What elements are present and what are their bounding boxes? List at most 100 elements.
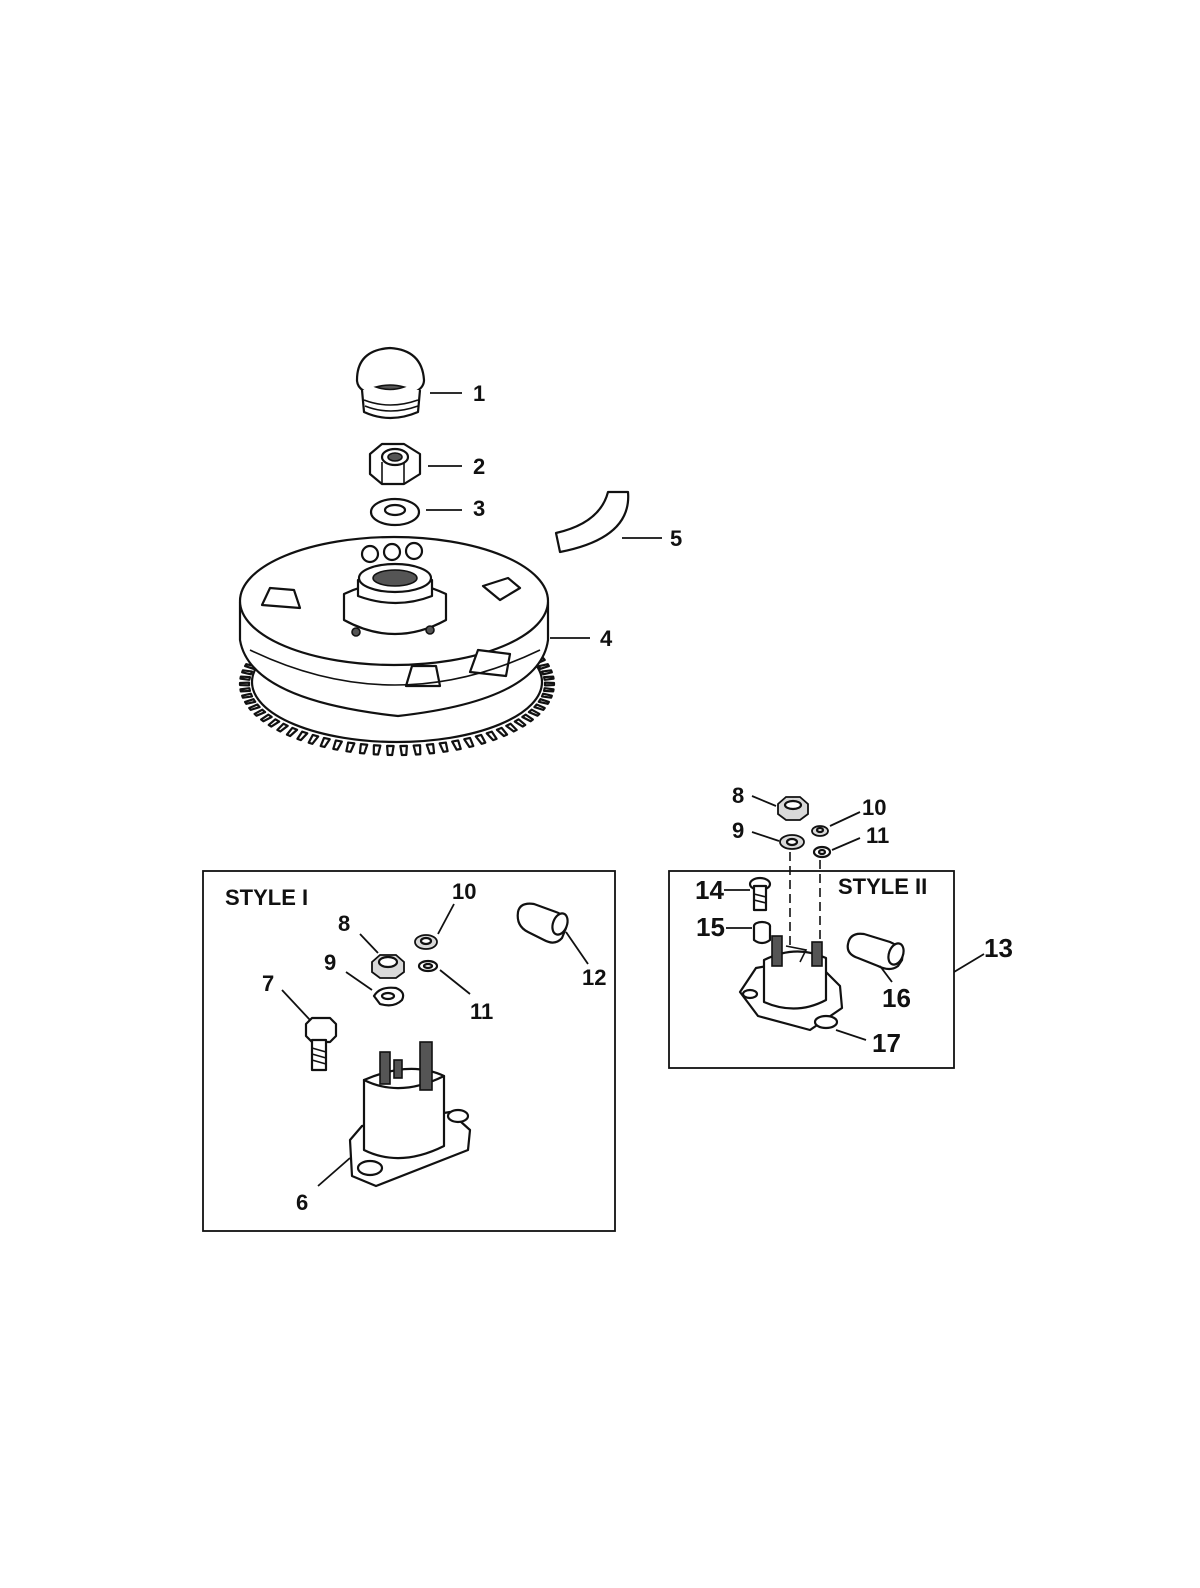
gear-tooth [345, 741, 356, 753]
gear-tooth [238, 681, 251, 687]
part-9-lockwasher-style1 [372, 986, 405, 1007]
part-1-cap [355, 346, 426, 420]
gear-tooth [372, 744, 382, 756]
gear-tooth [527, 708, 541, 717]
callout-5: 5 [670, 526, 682, 551]
part-14-screw [748, 876, 772, 912]
gear-tooth [485, 730, 498, 742]
callout-4: 4 [600, 626, 613, 651]
callout-9b: 9 [732, 818, 744, 843]
gear-tooth [399, 744, 408, 757]
callout-1: 1 [473, 381, 485, 406]
leader-11a [439, 969, 471, 995]
gear-tooth [425, 743, 436, 755]
gear-tooth [239, 675, 252, 681]
part-17-solenoid [738, 935, 844, 1032]
leader-8b [751, 795, 777, 807]
gear-tooth [276, 722, 289, 733]
gear-tooth [521, 713, 534, 723]
gear-tooth [267, 718, 281, 728]
gear-tooth [239, 687, 252, 693]
leader-7 [281, 989, 311, 1021]
part-11-lockwasher-style1 [417, 959, 439, 973]
gear-tooth [438, 741, 449, 753]
leader-8a [359, 933, 379, 954]
callout-17: 17 [872, 1028, 901, 1058]
callout-11a: 11 [470, 999, 493, 1024]
leader-16 [879, 965, 893, 983]
gear-tooth [260, 713, 273, 723]
callout-14: 14 [695, 875, 724, 905]
gear-tooth [542, 675, 555, 681]
leader-9a [345, 971, 373, 991]
leader-10a [437, 903, 455, 935]
gear-tooth [243, 698, 257, 705]
leader-9b [751, 831, 780, 842]
gear-tooth [542, 687, 555, 693]
part-2-nut [368, 442, 422, 486]
callout-9a: 9 [324, 950, 336, 975]
part-6-solenoid [348, 1041, 472, 1188]
leader-10b [829, 811, 861, 827]
part-8-nut-style2 [777, 796, 809, 821]
callout-16: 16 [882, 983, 911, 1013]
callout-10b: 10 [862, 795, 886, 820]
part-16-boot-style2 [846, 932, 905, 971]
gear-tooth [241, 692, 254, 699]
part-7-bolt [304, 1016, 338, 1072]
part-10-nut-style1 [414, 934, 438, 950]
gear-tooth [319, 736, 331, 749]
gear-tooth [463, 736, 475, 749]
gear-tooth [285, 726, 299, 738]
gear-tooth [386, 744, 395, 757]
gear-tooth [540, 692, 553, 699]
gear-tooth [358, 743, 369, 755]
leader-13 [953, 953, 985, 973]
style-2-label: STYLE II [838, 874, 927, 899]
part-8-nut-style1 [371, 954, 405, 979]
gear-tooth [451, 739, 462, 751]
callout-8a: 8 [338, 911, 350, 936]
style-1-box [202, 870, 616, 1232]
part-5-key [554, 490, 630, 554]
gear-tooth [543, 681, 556, 687]
part-12-boot-style1 [516, 902, 569, 944]
gear-tooth [495, 726, 509, 738]
part-4-flywheel [238, 535, 556, 757]
part-10-nut-style2 [811, 825, 829, 837]
gear-tooth [505, 722, 518, 733]
gear-tooth [296, 730, 309, 742]
gear-tooth [533, 703, 546, 711]
gear-tooth [253, 708, 267, 717]
callout-15: 15 [696, 912, 725, 942]
gear-tooth [412, 744, 422, 756]
part-11-lockwasher-style2 [812, 845, 832, 859]
gear-tooth [307, 733, 320, 745]
leader-12 [565, 931, 589, 965]
leader-17 [835, 1029, 867, 1041]
leader-11b [831, 837, 861, 851]
gear-tooth [332, 739, 343, 751]
gear-tooth [513, 718, 527, 728]
gear-tooth [540, 669, 553, 676]
gear-tooth [537, 663, 551, 670]
part-15-spacer [752, 920, 772, 945]
callout-12: 12 [582, 965, 606, 990]
callout-10a: 10 [452, 879, 476, 904]
callout-3: 3 [473, 496, 485, 521]
style-1-label: STYLE I [225, 885, 308, 910]
gear-tooth [241, 669, 254, 676]
callout-7: 7 [262, 971, 274, 996]
callout-11b: 11 [866, 823, 889, 848]
style-2-box [668, 870, 955, 1069]
leader-6 [317, 1157, 351, 1187]
callout-13: 13 [984, 933, 1013, 963]
gear-tooth [248, 703, 261, 711]
gear-tooth [474, 733, 487, 745]
callout-8b: 8 [732, 783, 744, 808]
callout-2: 2 [473, 454, 485, 479]
callout-6: 6 [296, 1190, 308, 1215]
part-9-lockwasher-style2 [779, 834, 805, 850]
part-3-washer [369, 497, 421, 527]
